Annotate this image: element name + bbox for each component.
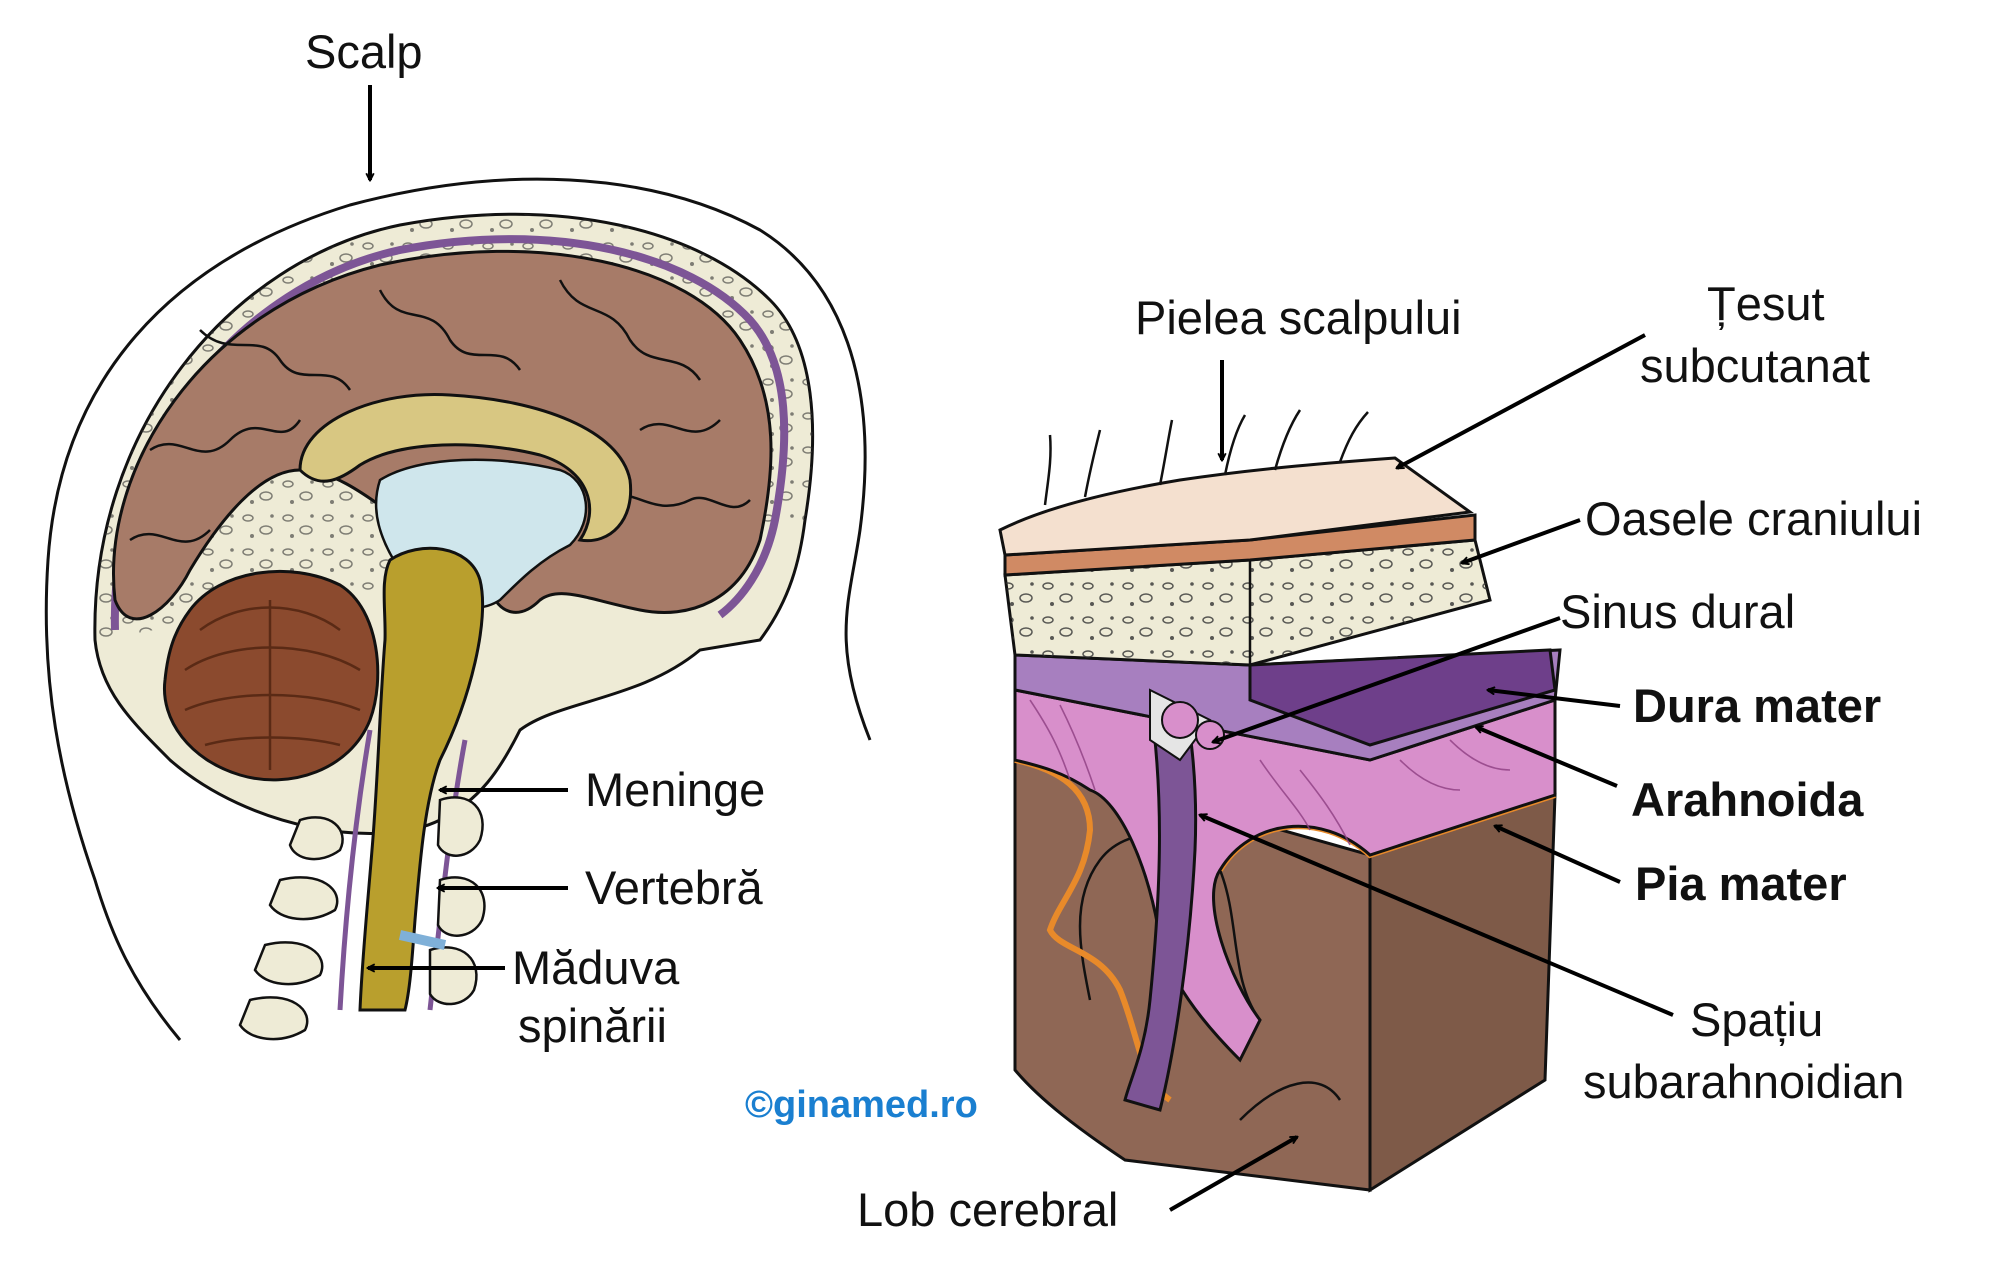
arrow-tesut — [1397, 333, 1646, 470]
label-pia-mater: Pia mater — [1635, 857, 1847, 910]
falx — [1123, 698, 1198, 1112]
label-tesut-line2: subcutanat — [1640, 339, 1870, 392]
label-oasele-craniului: Oasele craniului — [1585, 492, 1923, 545]
label-meninge: Meninge — [585, 763, 766, 816]
meninges-block — [998, 409, 1562, 1193]
label-scalp: Scalp — [305, 25, 423, 78]
label-pielea-scalpului: Pielea scalpului — [1135, 291, 1462, 344]
arrow-dura — [1488, 690, 1621, 708]
arachnoid-layer — [1013, 688, 1557, 1063]
pointer-arrows — [368, 85, 1674, 1212]
label-maduva-line1: Măduva — [512, 941, 680, 994]
label-sinus-dural: Sinus dural — [1560, 585, 1796, 638]
brainstem-spinal-cord — [358, 546, 485, 1012]
head-sagittal-section — [44, 177, 872, 1041]
label-spatiu-line2: subarahnoidian — [1583, 1055, 1905, 1108]
arrow-pia — [1495, 824, 1621, 884]
skin-layer — [998, 456, 1474, 557]
arrow-sinus — [1213, 616, 1561, 742]
arrow-arahnoida — [1476, 725, 1618, 788]
vertebrae — [238, 796, 486, 1041]
label-arahnoida: Arahnoida — [1631, 773, 1864, 826]
label-spatiu-line1: Spațiu — [1690, 993, 1824, 1046]
corpus-callosum — [298, 392, 633, 543]
label-dura-mater: Dura mater — [1633, 679, 1882, 732]
label-maduva-line2: spinării — [518, 999, 667, 1052]
arrow-lob — [1169, 1135, 1297, 1212]
arrow-oasele — [1462, 518, 1581, 563]
label-tesut-line1: Țesut — [1707, 277, 1825, 330]
watermark: ©ginamed.ro — [745, 1084, 978, 1126]
label-vertebra: Vertebră — [585, 861, 763, 914]
arrow-spatiu — [1200, 813, 1674, 1017]
label-lob-cerebral: Lob cerebral — [857, 1183, 1119, 1236]
